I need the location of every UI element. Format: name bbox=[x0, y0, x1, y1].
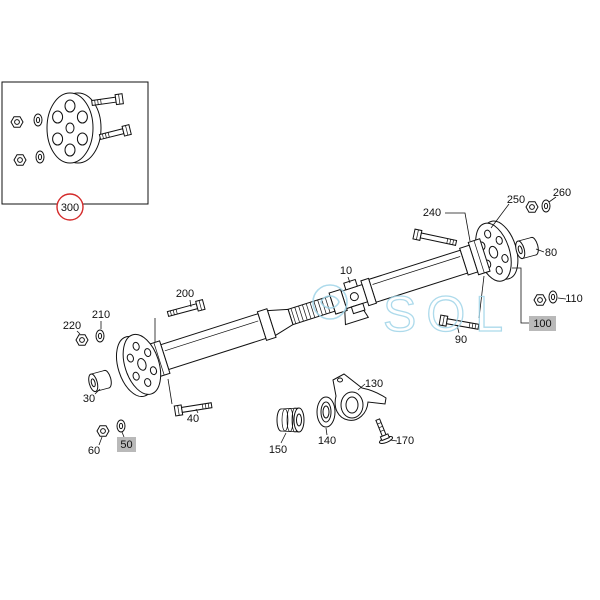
inset-nut-upper bbox=[10, 116, 24, 128]
bolt-200 bbox=[166, 298, 206, 318]
ring-140 bbox=[316, 396, 336, 428]
leader-lines bbox=[76, 196, 567, 446]
spline-shaft bbox=[287, 295, 336, 326]
watermark-text: SOL bbox=[383, 286, 513, 342]
callout-60: 60 bbox=[88, 445, 100, 457]
callout-100: 100 bbox=[533, 318, 551, 330]
right-flex-disc bbox=[475, 220, 519, 282]
callout-250: 250 bbox=[507, 194, 525, 206]
inset-flex-disc bbox=[46, 92, 102, 164]
washer-110 bbox=[548, 290, 558, 304]
watermark-logo-icon bbox=[312, 284, 348, 320]
left-flex-disc bbox=[115, 333, 162, 398]
callout-240: 240 bbox=[423, 207, 441, 219]
callout-80: 80 bbox=[545, 247, 557, 259]
right-flange bbox=[467, 238, 491, 276]
callout-50-box bbox=[117, 437, 136, 452]
bolt-90 bbox=[438, 314, 480, 330]
callout-200: 200 bbox=[176, 288, 194, 300]
callout-30: 30 bbox=[83, 393, 95, 405]
callout-300: 300 bbox=[61, 202, 79, 214]
callout-130: 130 bbox=[365, 378, 383, 390]
left-tube bbox=[160, 313, 267, 371]
drive-shaft bbox=[115, 220, 519, 398]
boot-150 bbox=[276, 407, 305, 433]
callout-300-highlight: 300 bbox=[56, 193, 84, 221]
callout-170: 170 bbox=[396, 435, 414, 447]
nut-110 bbox=[533, 294, 547, 306]
callout-140: 140 bbox=[318, 435, 336, 447]
center-bearing-130 bbox=[332, 373, 387, 421]
nut-250 bbox=[525, 201, 539, 213]
washer-260 bbox=[541, 199, 551, 213]
inset-washer-upper bbox=[33, 113, 43, 127]
callout-40: 40 bbox=[187, 413, 199, 425]
inset-panel bbox=[1, 81, 149, 205]
callout-10: 10 bbox=[340, 265, 352, 277]
nut-220 bbox=[75, 334, 89, 346]
spacer-30 bbox=[88, 369, 112, 393]
spacer-80 bbox=[515, 236, 539, 260]
callout-150: 150 bbox=[269, 444, 287, 456]
callout-260: 260 bbox=[553, 187, 571, 199]
callouts: 240 250 260 80 110 100 10 90 200 210 220… bbox=[63, 187, 583, 457]
bolt-240 bbox=[412, 228, 458, 246]
inset-washer-lower bbox=[35, 150, 45, 164]
nut-60 bbox=[96, 425, 110, 437]
callout-90: 90 bbox=[455, 334, 467, 346]
inset-bolt-lower bbox=[98, 124, 132, 141]
callout-110: 110 bbox=[565, 293, 583, 305]
callout-50: 50 bbox=[120, 439, 132, 451]
watermark: SOL bbox=[312, 284, 513, 343]
callout-210: 210 bbox=[92, 309, 110, 321]
inset-bolt-upper bbox=[91, 93, 124, 107]
callout-100-box bbox=[529, 316, 556, 331]
washer-210 bbox=[95, 329, 105, 343]
callout-220: 220 bbox=[63, 320, 81, 332]
bolt-170 bbox=[375, 418, 394, 444]
bolt-40 bbox=[173, 402, 213, 417]
washer-50 bbox=[116, 419, 126, 433]
inset-nut-lower bbox=[13, 154, 27, 166]
